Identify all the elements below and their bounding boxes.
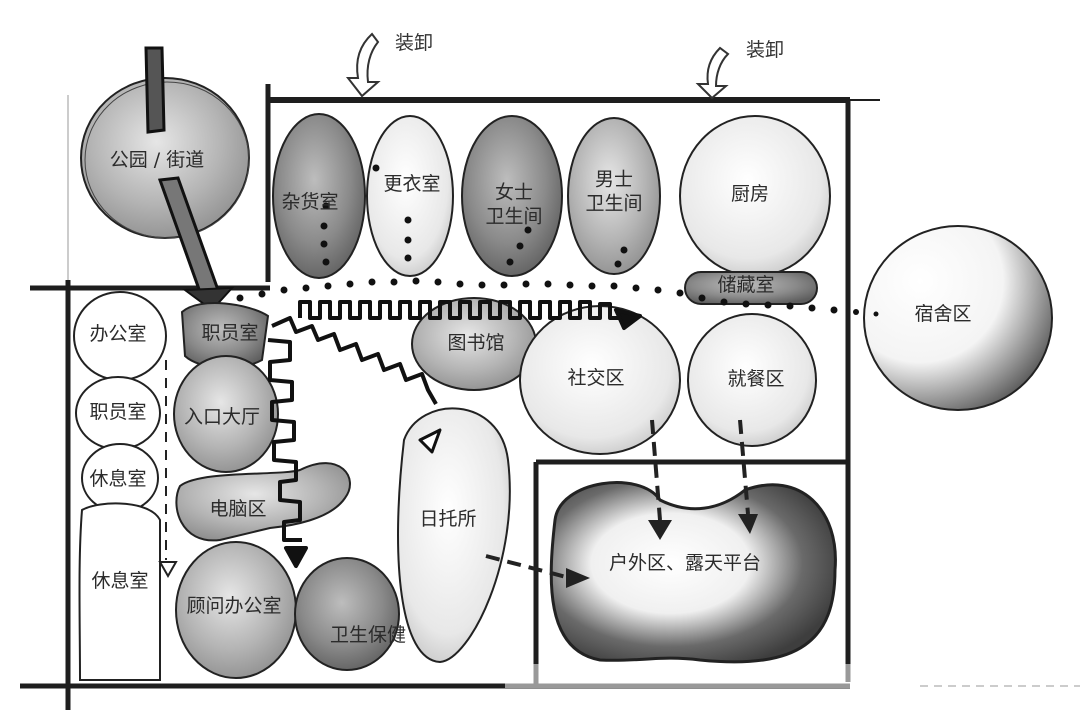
label-dining-area: 就餐区 <box>727 368 785 391</box>
label-dormitory: 宿舍区 <box>914 303 972 326</box>
label-counselor-office: 顾问办公室 <box>186 595 282 618</box>
flow-arrowhead-icon <box>158 514 758 588</box>
loading-label-right: 装卸 <box>746 39 785 61</box>
label-daycare: 日托所 <box>419 508 477 531</box>
label-health-care: 卫生保健 <box>329 624 407 647</box>
room-bubbles-middle <box>397 297 817 664</box>
label-rest-room-2: 休息室 <box>91 570 149 593</box>
service-route-dots <box>236 164 879 317</box>
outdoor-terrace-bubble <box>549 481 837 664</box>
dormitory-bubble <box>863 225 1053 411</box>
label-library: 图书馆 <box>447 332 505 355</box>
label-park-street: 公园 / 街道 <box>109 149 205 172</box>
label-computer-area: 电脑区 <box>209 498 267 521</box>
label-social-area: 社交区 <box>567 367 625 390</box>
entry-arrow-icon <box>144 46 235 312</box>
label-staff-room: 职员室 <box>89 401 147 424</box>
label-pantry-storage: 储藏室 <box>717 274 775 297</box>
label-office: 办公室 <box>89 323 147 346</box>
label-mens-restroom: 男士 卫生间 <box>585 168 643 214</box>
label-womens-restroom: 女士 卫生间 <box>485 181 543 227</box>
label-staff-room-top: 职员室 <box>201 322 259 345</box>
label-outdoor-terrace: 户外区、露天平台 <box>608 552 762 575</box>
park-street-bubble <box>80 77 250 239</box>
room-bubbles-top <box>272 113 831 305</box>
label-kitchen: 厨房 <box>730 183 770 206</box>
watermark-strip <box>505 664 1080 688</box>
public-route-zigzag <box>267 300 642 568</box>
loading-arrow-icon <box>345 32 730 100</box>
room-bubbles-left <box>73 291 400 681</box>
label-locker-room: 更衣室 <box>383 173 441 196</box>
label-rest-room-1: 休息室 <box>89 468 147 491</box>
label-entrance-lobby: 入口大厅 <box>183 406 261 429</box>
label-storage-grocery: 杂货室 <box>281 191 339 214</box>
dashed-flow-arrows <box>165 360 750 580</box>
loading-label-left: 装卸 <box>395 32 434 54</box>
building-walls <box>20 84 880 710</box>
